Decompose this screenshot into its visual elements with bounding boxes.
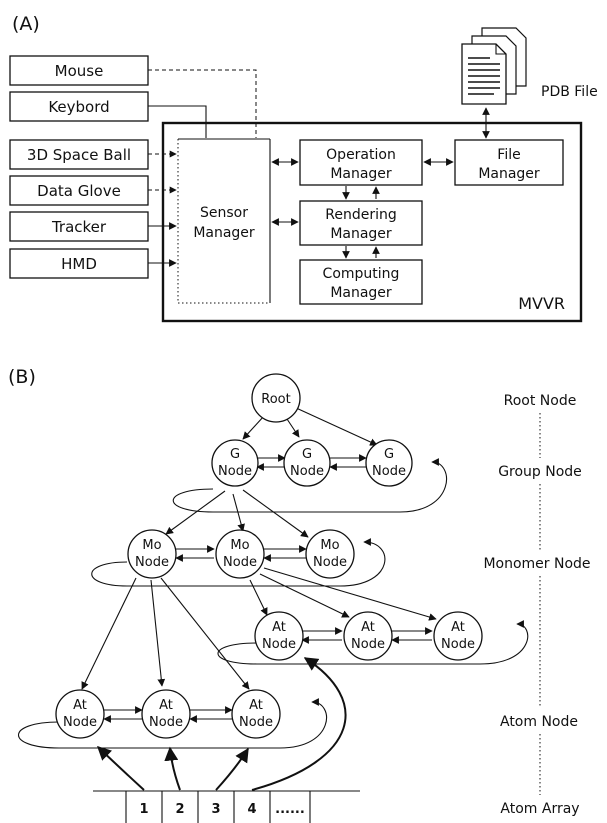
- device-box-keyboard: Keybord: [9, 91, 149, 122]
- sensor-manager-label: Manager: [193, 225, 255, 241]
- svg-text:G: G: [302, 447, 312, 462]
- pdb-file-icon: [461, 27, 527, 105]
- svg-text:Node: Node: [135, 555, 169, 570]
- svg-text:Node: Node: [223, 555, 257, 570]
- svg-text:G: G: [384, 447, 394, 462]
- svg-text:Node: Node: [290, 464, 324, 479]
- device-label: 3D Space Ball: [27, 146, 131, 164]
- file-manager-label: File: [497, 147, 520, 163]
- monomer-node: Mo Node: [305, 529, 355, 579]
- level-label-monomer: Monomer Node: [483, 556, 590, 572]
- atom-node: At Node: [433, 611, 483, 661]
- operation-manager-box: Operation Manager: [299, 139, 423, 186]
- array-cell: 3: [211, 802, 220, 817]
- computing-manager-box: Computing Manager: [299, 259, 423, 305]
- svg-text:Node: Node: [351, 637, 385, 652]
- svg-text:Node: Node: [313, 555, 347, 570]
- monomer-node: Mo Node: [127, 529, 177, 579]
- root-node: Root: [251, 373, 301, 423]
- device-box-mouse: Mouse: [9, 55, 149, 86]
- atom-node: At Node: [141, 689, 191, 739]
- tree-edges: [81, 406, 437, 690]
- level-label-root: Root Node: [504, 393, 577, 409]
- level-label-atom: Atom Node: [500, 714, 578, 730]
- group-node: G Node: [283, 439, 331, 487]
- rendering-manager-box: Rendering Manager: [299, 200, 423, 246]
- svg-text:Mo: Mo: [142, 538, 161, 553]
- computing-manager-label: Manager: [330, 285, 392, 301]
- monomer-level-loop: [91, 538, 386, 587]
- device-label: HMD: [61, 255, 97, 273]
- level-label-group: Group Node: [498, 464, 582, 480]
- device-box-hmd: HMD: [9, 248, 149, 279]
- svg-text:Mo: Mo: [320, 538, 339, 553]
- mvvr-label: MVVR: [518, 294, 565, 313]
- array-cell: 1: [139, 802, 148, 817]
- array-cell: 4: [247, 802, 256, 817]
- level-label-atom-array: Atom Array: [500, 801, 579, 817]
- atom-node: At Node: [343, 611, 393, 661]
- svg-text:Node: Node: [262, 637, 296, 652]
- rendering-manager-label: Manager: [330, 226, 392, 242]
- svg-text:Root: Root: [261, 392, 290, 407]
- svg-text:Node: Node: [372, 464, 406, 479]
- mvvr-system-box: [161, 121, 583, 323]
- atom-node: At Node: [231, 689, 281, 739]
- atom-node: At Node: [55, 689, 105, 739]
- svg-text:Node: Node: [63, 715, 97, 730]
- keyboard-connector: [148, 105, 207, 138]
- rendering-manager-label: Rendering: [325, 207, 397, 223]
- svg-text:Mo: Mo: [230, 538, 249, 553]
- svg-text:G: G: [230, 447, 240, 462]
- svg-text:At: At: [159, 698, 173, 713]
- file-manager-label: Manager: [478, 166, 540, 182]
- sensor-manager-label: Sensor: [200, 205, 248, 221]
- group-node: G Node: [365, 439, 413, 487]
- file-manager-box: File Manager: [454, 139, 564, 186]
- svg-text:At: At: [361, 620, 375, 635]
- device-label: Data Glove: [37, 182, 121, 200]
- array-cell: 2: [175, 802, 184, 817]
- mouse-connector: [148, 69, 257, 138]
- operation-manager-label: Manager: [330, 166, 392, 182]
- device-label: Keybord: [48, 98, 109, 116]
- array-cell: ......: [275, 802, 305, 817]
- svg-text:Node: Node: [239, 715, 273, 730]
- device-box-tracker: Tracker: [9, 211, 149, 242]
- monomer-node: Mo Node: [215, 529, 265, 579]
- sensor-manager-box: Sensor Manager: [177, 138, 271, 304]
- pdb-file-label: PDB File: [541, 84, 598, 100]
- array-pointers: [96, 657, 347, 791]
- operation-manager-label: Operation: [326, 147, 396, 163]
- panel-b-label: (B): [8, 366, 36, 388]
- svg-text:Node: Node: [149, 715, 183, 730]
- group-node: G Node: [211, 439, 259, 487]
- atom-node: At Node: [254, 611, 304, 661]
- sibling-arrows: [103, 454, 433, 723]
- panel-a-label: (A): [12, 13, 40, 35]
- device-label: Tracker: [51, 218, 107, 236]
- device-label: Mouse: [55, 62, 104, 80]
- device-box-data-glove: Data Glove: [9, 175, 149, 206]
- svg-text:At: At: [249, 698, 263, 713]
- svg-text:Node: Node: [441, 637, 475, 652]
- group-level-loop: [172, 458, 448, 513]
- svg-text:At: At: [451, 620, 465, 635]
- computing-manager-label: Computing: [323, 266, 400, 282]
- atom-level-loop-right: [217, 620, 529, 665]
- device-box-space-ball: 3D Space Ball: [9, 139, 149, 170]
- svg-text:At: At: [73, 698, 87, 713]
- svg-text:Node: Node: [218, 464, 252, 479]
- svg-text:At: At: [272, 620, 286, 635]
- atom-array: 1 2 3 4 ......: [93, 790, 360, 823]
